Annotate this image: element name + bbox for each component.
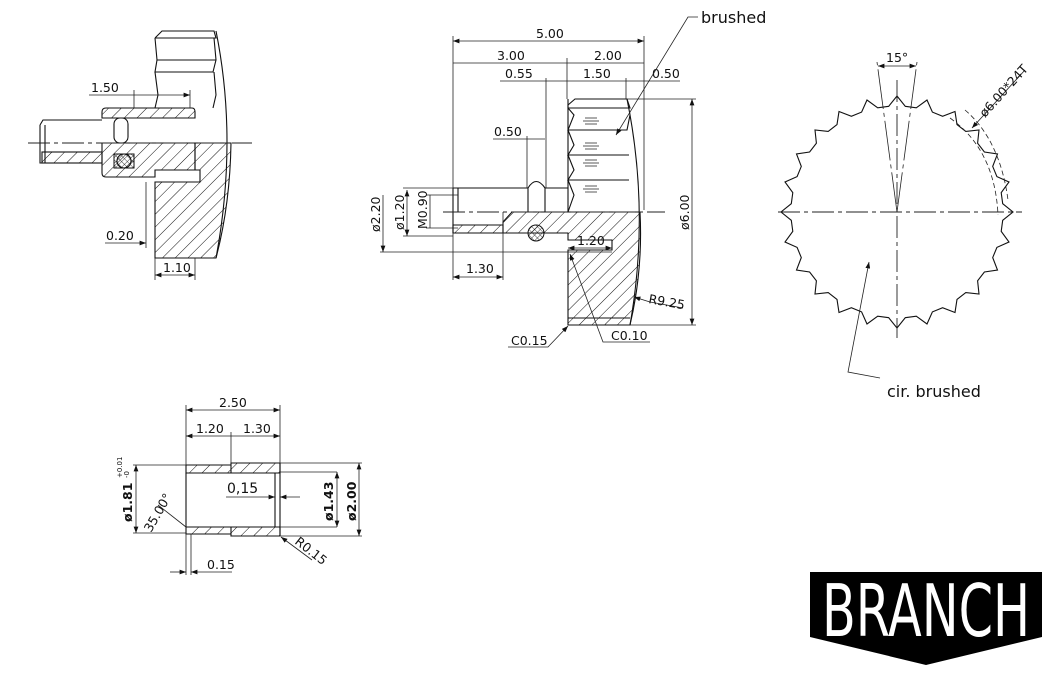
tube-top-wall [185,462,281,474]
dim-1-50: 1.50 [91,80,119,95]
dim-1-10: 1.10 [163,260,191,275]
dim-0-50-right: 0.50 [652,66,680,81]
knurl-outline [154,30,217,109]
dim-dia-2-20: ø2.20 [368,196,383,232]
dim-3-00: 3.00 [497,48,525,63]
stem-thread-hatch [452,224,504,234]
branch-logo: BRANCH [810,569,1042,665]
tooth-detail-arcs [949,109,1009,216]
angle-line [876,61,898,213]
crown-lower-body [154,142,232,259]
logo-text: BRANCH [822,569,1030,653]
front-knurl-view: 15° ø6.00*24T cir. brushed [778,50,1031,401]
dim-0-50: 0.50 [494,124,522,139]
dim-1-20: 1.20 [196,421,224,436]
dim-2-50: 2.50 [219,395,247,410]
leader [633,296,684,309]
logo-banner [810,572,1042,665]
dim-c0-10: C0.10 [611,328,648,343]
o-ring-circle [116,153,132,169]
angle-line [157,504,187,528]
dim-c0-15: C0.15 [511,333,548,348]
dim-dia-1-20: ø1.20 [392,194,407,230]
leader [615,16,698,136]
dim-knurl: ø6.00*24T [976,61,1031,120]
left-crown-view: 1.50 0.20 1.10 [28,30,252,280]
knurl-teeth [567,98,631,213]
leader [971,69,1026,129]
o-ring [527,224,545,242]
dim-dia-1-81: ø1.81 [120,483,135,522]
tube-view: 2.50 1.20 1.30 ø1.81 +0.01 -0 35.00° 0,1… [116,395,362,575]
dim-dia-6-00: ø6.00 [677,194,692,230]
dim-0-55: 0.55 [505,66,533,81]
dim-0-20: 0.20 [106,228,134,243]
tube-groove [113,117,129,144]
dim-r9-25: R9.25 [647,291,686,312]
angle-line [896,61,918,213]
dim-dia-2-00: ø2.00 [344,481,359,521]
stem-hatch [41,151,103,164]
note-cir-brushed: cir. brushed [887,382,981,401]
dim-2-00: 2.00 [594,48,622,63]
tube-bottom-wall [185,526,281,537]
dim-dia-1-43: ø1.43 [321,482,336,521]
leader [508,325,569,348]
dim-1-50: 1.50 [583,66,611,81]
dim-1-20: 1.20 [577,233,605,248]
section-body-hatch [502,211,642,326]
dim-1-30: 1.30 [466,261,494,276]
section-view: 5.00 3.00 2.00 0.55 1.50 0.50 0.50 ø2.20… [368,8,766,348]
dim-1-30: 1.30 [243,421,271,436]
dim-0-15: 0.15 [207,557,235,572]
leader [569,253,650,343]
dim-angle-15: 15° [886,50,908,65]
tol-minus: -0 [123,471,131,478]
stem-groove [457,180,546,212]
dim-angle-35: 35.00° [141,491,175,535]
leader [280,536,313,561]
dim-0-15-inner: 0,15 [227,481,258,497]
dim-r0-15: R0.15 [292,534,330,568]
note-brushed: brushed [701,8,766,27]
leader [847,261,881,379]
dim-m0-90: M0.90 [415,190,430,229]
tol-plus: +0.01 [116,457,124,478]
dim-5-00: 5.00 [536,26,564,41]
tube-top [101,107,196,119]
